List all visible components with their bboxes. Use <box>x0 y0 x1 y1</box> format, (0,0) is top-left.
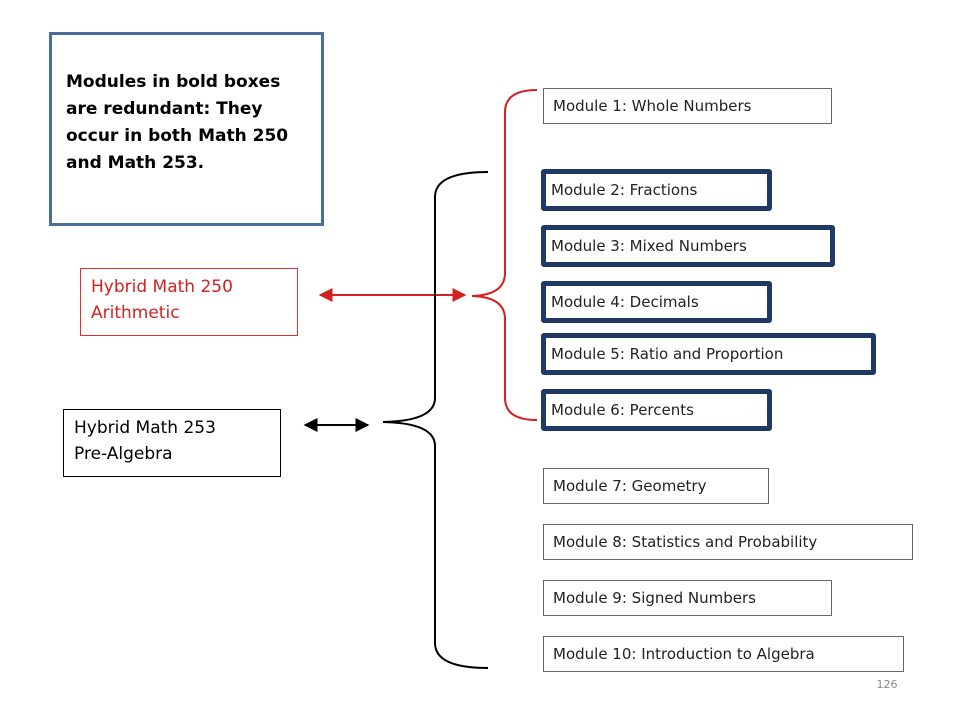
module-7: Module 7: Geometry <box>543 468 769 504</box>
redundancy-note-text: Modules in bold boxes are redundant: The… <box>66 72 289 173</box>
redundancy-note: Modules in bold boxes are redundant: The… <box>49 32 324 226</box>
module-8-label: Module 8: Statistics and Probability <box>553 533 818 551</box>
course-math-253: Hybrid Math 253 Pre-Algebra <box>63 409 281 477</box>
module-2-label: Module 2: Fractions <box>551 181 698 199</box>
module-10-label: Module 10: Introduction to Algebra <box>553 645 815 663</box>
module-3-label: Module 3: Mixed Numbers <box>551 237 747 255</box>
course-math-253-title: Hybrid Math 253 <box>74 418 216 438</box>
course-math-250-title: Hybrid Math 250 <box>91 277 233 297</box>
module-4-label: Module 4: Decimals <box>551 293 699 311</box>
course-math-250-subtitle: Arithmetic <box>91 303 180 323</box>
module-9-label: Module 9: Signed Numbers <box>553 589 756 607</box>
course-math-250: Hybrid Math 250 Arithmetic <box>80 268 298 336</box>
module-6-label: Module 6: Percents <box>551 401 694 419</box>
module-6: Module 6: Percents <box>541 389 772 431</box>
math-250-brace <box>471 89 538 421</box>
module-1-label: Module 1: Whole Numbers <box>553 97 752 115</box>
module-5-label: Module 5: Ratio and Proportion <box>551 345 784 363</box>
math-253-brace <box>382 171 489 669</box>
page-number: 126 <box>876 678 898 691</box>
module-3: Module 3: Mixed Numbers <box>541 225 835 267</box>
module-1: Module 1: Whole Numbers <box>543 88 832 124</box>
module-4: Module 4: Decimals <box>541 281 772 323</box>
module-9: Module 9: Signed Numbers <box>543 580 832 616</box>
module-10: Module 10: Introduction to Algebra <box>543 636 904 672</box>
course-math-253-subtitle: Pre-Algebra <box>74 444 173 464</box>
module-2: Module 2: Fractions <box>541 169 772 211</box>
module-8: Module 8: Statistics and Probability <box>543 524 913 560</box>
module-5: Module 5: Ratio and Proportion <box>541 333 876 375</box>
module-7-label: Module 7: Geometry <box>553 477 707 495</box>
